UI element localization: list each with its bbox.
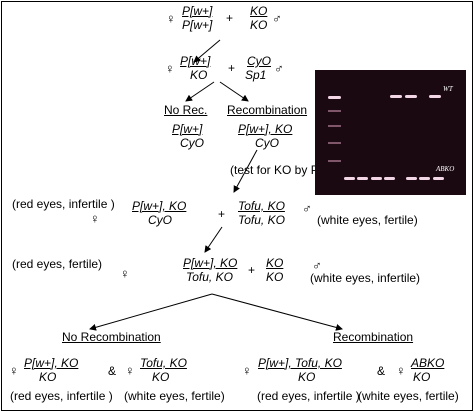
male-symbol: ♂ xyxy=(312,258,322,273)
pcr-test-note: (test for KO by PCR) xyxy=(230,163,341,177)
rec-top: P[w+], KO xyxy=(238,122,293,136)
no-rec-top: P[w+] xyxy=(172,122,203,136)
cross-symbol: + xyxy=(226,11,234,25)
arrow-to-rec xyxy=(219,81,249,102)
final-a-phenotype: (red eyes, infertile ) xyxy=(10,389,113,403)
gel-band xyxy=(405,95,417,98)
gen1-male-top: CyO xyxy=(247,54,271,68)
male-symbol: ♂ xyxy=(272,11,282,26)
gel-band xyxy=(390,95,402,98)
arrow-to-recombination xyxy=(211,293,343,331)
male-symbol: ♂ xyxy=(302,201,312,216)
male-symbol: ♂ xyxy=(274,61,284,76)
pcr-gel-image: WT ABKO xyxy=(315,70,466,195)
female-symbol: ♀ xyxy=(396,363,406,378)
cross-symbol: + xyxy=(248,263,256,277)
final-d-top: ABKO xyxy=(411,356,445,370)
gen0-male-bottom: KO xyxy=(250,18,268,32)
gel-band xyxy=(344,177,355,180)
gel-ladder-band xyxy=(328,125,341,127)
gen2-male-top: Tofu, KO xyxy=(238,199,285,213)
gen0-female-bottom: P[w+] xyxy=(182,18,213,32)
no-rec-label: No Rec. xyxy=(164,103,208,117)
ampersand: & xyxy=(108,364,117,378)
gen2-female-top: P[w+], KO xyxy=(132,199,187,213)
gen3-female-bottom: Tofu, KO xyxy=(186,270,233,284)
gen3-male-bottom: KO xyxy=(266,270,284,284)
female-symbol: ♀ xyxy=(166,11,176,26)
rec-label: Recombination xyxy=(227,103,308,117)
gen0-male-top: KO xyxy=(250,4,268,18)
gel-ladder-band xyxy=(328,142,341,144)
final-a-top: P[w+], KO xyxy=(24,356,79,370)
gel-abko-label: ABKO xyxy=(436,165,455,173)
final-c-phenotype: (red eyes, infertile ) xyxy=(257,389,360,403)
gel-band xyxy=(406,177,417,180)
gen3-right-phenotype: (white eyes, infertile) xyxy=(310,271,421,285)
gel-band xyxy=(384,177,395,180)
gel-ladder-band xyxy=(328,110,341,112)
gel-bands xyxy=(328,95,444,180)
gel-band xyxy=(328,96,341,99)
rec-bottom: CyO xyxy=(255,136,279,150)
female-symbol: ♀ xyxy=(9,363,19,378)
final-d-bottom: KO xyxy=(413,370,431,384)
no-rec-bottom: CyO xyxy=(180,136,204,150)
gen2-male-bottom: Tofu, KO xyxy=(238,213,285,227)
gen2-left-phenotype: (red eyes, infertile ) xyxy=(12,197,115,211)
female-symbol: ♀ xyxy=(125,363,135,378)
arrow-rec-to-gen2 xyxy=(233,149,258,193)
recombination-label: Recombination xyxy=(333,330,414,344)
final-b-phenotype: (white eyes, fertile) xyxy=(124,389,225,403)
final-b-top: Tofu, KO xyxy=(140,356,187,370)
final-b-bottom: KO xyxy=(152,370,170,384)
arrow-to-no-rec xyxy=(185,81,215,102)
final-c-top: P[w+], Tofu, KO xyxy=(258,356,342,370)
female-symbol: ♀ xyxy=(165,61,175,76)
gen2-female-bottom: CyO xyxy=(148,213,172,227)
arrow-gen0-to-gen1 xyxy=(193,39,221,63)
gen2-right-phenotype: (white eyes, fertile) xyxy=(317,213,418,227)
gen1-female-bottom: KO xyxy=(190,68,208,82)
female-symbol: ♀ xyxy=(90,211,100,226)
gel-band xyxy=(419,177,430,180)
gel-band xyxy=(433,177,444,180)
gel-band xyxy=(371,177,382,180)
final-d-phenotype: (white eyes, fertile) xyxy=(358,389,459,403)
gel-ladder-band xyxy=(328,160,341,162)
cross-symbol: + xyxy=(218,207,226,221)
gen3-female-top: P[w+], KO xyxy=(183,256,238,270)
ampersand: & xyxy=(377,364,386,378)
arrow-gen2-to-gen3 xyxy=(204,226,223,253)
no-recombination-label: No Recombination xyxy=(62,330,161,344)
gel-band xyxy=(357,177,368,180)
gel-band xyxy=(429,95,441,98)
final-a-bottom: KO xyxy=(39,370,57,384)
female-symbol: ♀ xyxy=(242,363,252,378)
gen0-female-top: P[w+] xyxy=(182,4,213,18)
gen1-female-top: P[w+] xyxy=(180,54,211,68)
gen3-male-top: KO xyxy=(266,256,284,270)
gel-wt-label: WT xyxy=(443,85,453,93)
gen1-male-bottom: Sp1 xyxy=(245,68,267,82)
gen3-left-phenotype: (red eyes, fertile) xyxy=(12,257,103,271)
female-symbol: ♀ xyxy=(120,266,130,281)
final-c-bottom: KO xyxy=(298,370,316,384)
arrow-to-no-recombination xyxy=(89,293,213,331)
cross-symbol: + xyxy=(228,61,236,75)
